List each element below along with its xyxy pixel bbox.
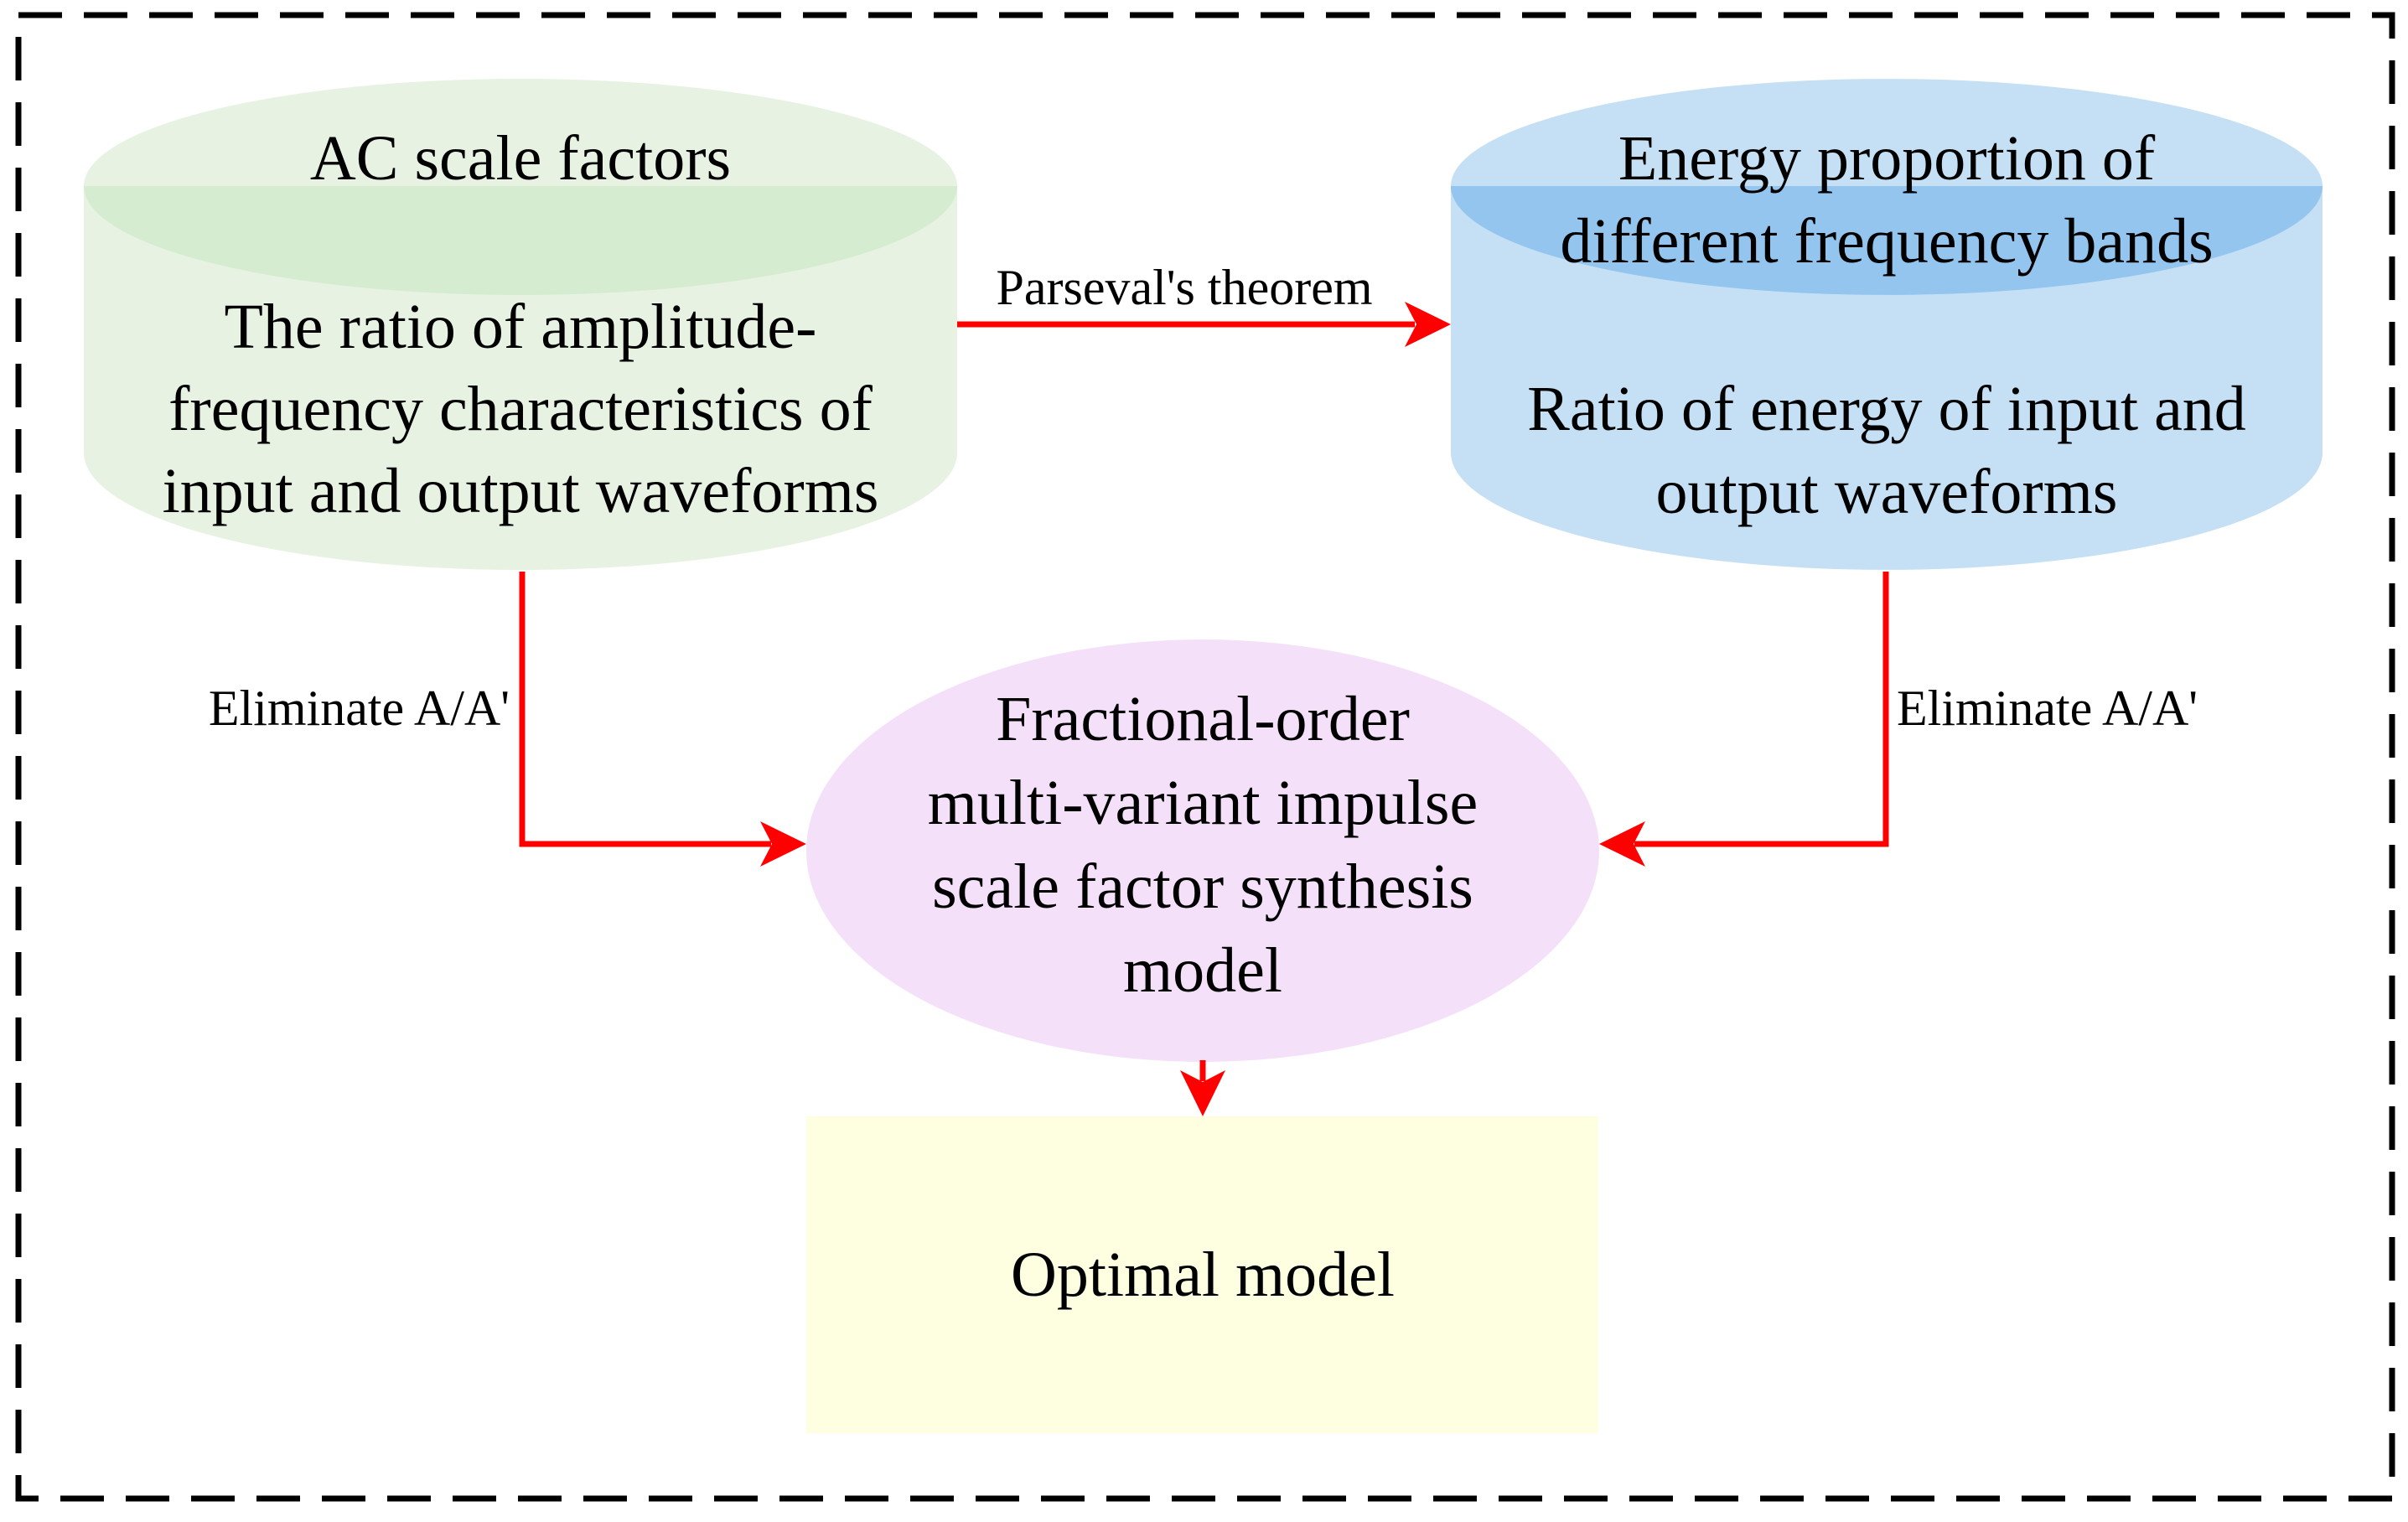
edge-label-left: Eliminate A/A' — [209, 681, 510, 736]
left-cylinder-top-lower — [84, 186, 957, 295]
arrowheads — [760, 302, 1645, 1116]
right-cylinder-body-line-1: Ratio of energy of input and — [1527, 374, 2246, 444]
left-cylinder-body-line-3: input and output waveforms — [163, 456, 879, 526]
center-ellipse-line-3: scale factor synthesis — [932, 852, 1473, 922]
right-cylinder-title-line-1: Energy proportion of — [1618, 123, 2156, 194]
left-cylinder-body-line-2: frequency characteristics of — [168, 374, 873, 444]
left-cylinder-title: AC scale factors — [310, 123, 731, 194]
center-ellipse-line-2: multi-variant impulse — [928, 768, 1478, 838]
left-cylinder-body — [84, 186, 957, 570]
edge-label-parseval: Parseval's theorem — [996, 260, 1372, 315]
left-cylinder-body-line-1: The ratio of amplitude- — [225, 292, 817, 362]
result-box: Optimal model — [806, 1116, 1598, 1433]
center-ellipse-line-4: model — [1123, 935, 1282, 1006]
result-box-label: Optimal model — [1011, 1240, 1395, 1310]
dashed-frame — [15, 12, 2395, 1502]
arrowhead-left — [760, 821, 806, 867]
right-cylinder-top-upper — [1451, 79, 2323, 186]
arrow-right-line — [1634, 572, 1889, 847]
right-cylinder-title-line-2: different frequency bands — [1560, 206, 2213, 277]
arrows — [519, 321, 1889, 1081]
arrowhead-right — [1599, 821, 1645, 867]
right-cylinder-body-line-2: output waveforms — [1656, 457, 2118, 527]
arrowhead-top — [1405, 302, 1451, 347]
right-cylinder-body — [1451, 186, 2323, 570]
arrowhead-down — [1180, 1070, 1225, 1116]
left-cylinder-top-upper — [84, 79, 957, 186]
edge-label-right: Eliminate A/A' — [1897, 681, 2198, 736]
center-ellipse-shape — [806, 639, 1599, 1062]
result-box-shape — [806, 1116, 1598, 1433]
right-cylinder-top-lower — [1451, 186, 2323, 295]
left-cylinder: AC scale factors The ratio of amplitude-… — [84, 79, 957, 570]
center-ellipse-line-1: Fractional-order — [996, 684, 1410, 754]
arrow-left-line — [519, 572, 771, 847]
center-ellipse: Fractional-order multi-variant impulse s… — [806, 639, 1599, 1062]
right-cylinder: Energy proportion of different frequency… — [1451, 79, 2323, 570]
